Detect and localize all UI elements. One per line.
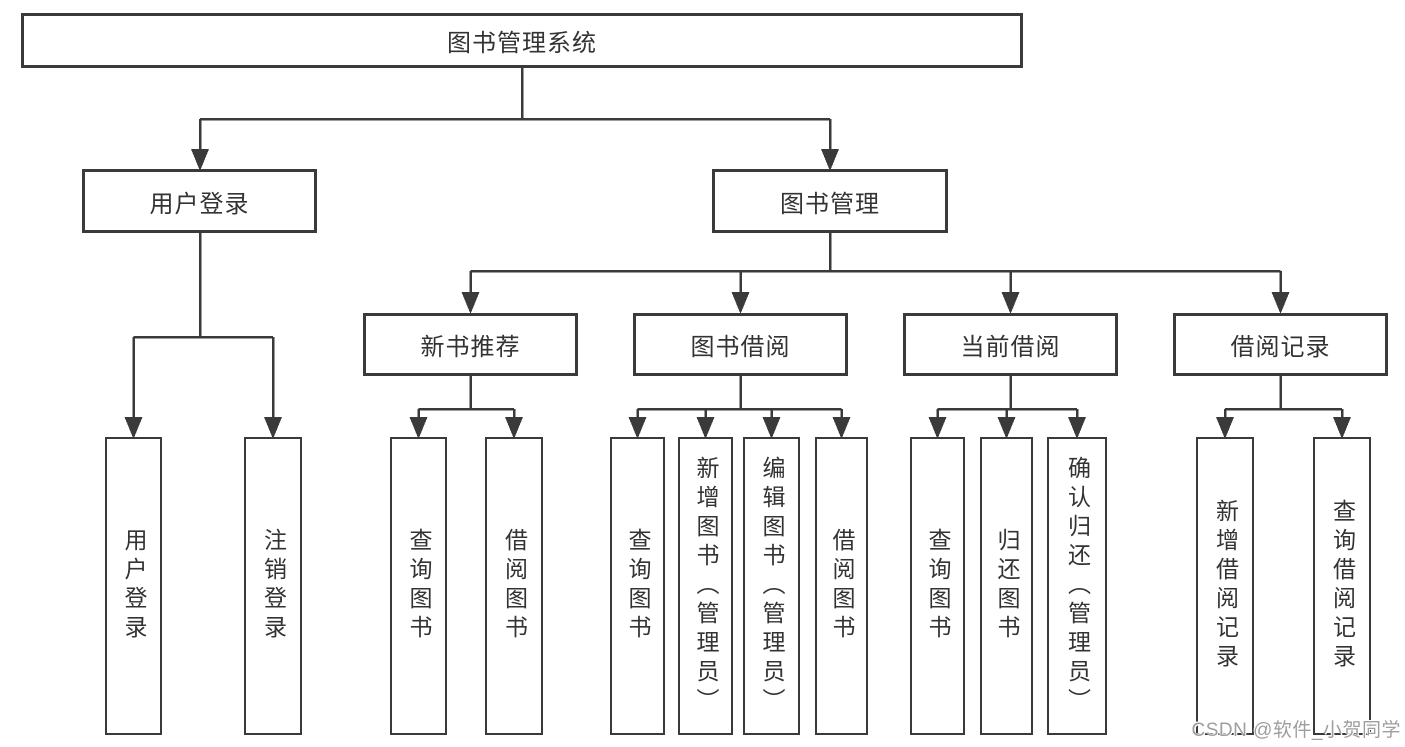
leaf-edit-books-admin-label: 编辑图书（管理员） [759,455,785,717]
leaf-add-borrow-record-label: 新增借阅记录 [1212,499,1239,673]
node-new-book-recommend-label: 新书推荐 [420,334,521,361]
leaf-confirm-return-admin-label: 确认归还（管理员） [1064,455,1091,717]
leaf-borrow-books-borrowing-label: 借阅图书 [829,528,855,644]
leaf-borrow-books-recommend: 借阅图书 [485,437,543,735]
leaf-query-books-borrowing: 查询图书 [610,437,665,735]
node-borrow-records: 借阅记录 [1173,313,1388,376]
node-book-management-label: 图书管理 [780,190,880,218]
leaf-add-books-admin-label: 新增图书（管理员） [693,455,719,717]
leaf-return-books-label: 归还图书 [994,528,1020,644]
leaf-user-login: 用户登录 [105,437,162,735]
node-book-borrowing-label: 图书借阅 [690,334,791,361]
leaf-add-books-admin: 新增图书（管理员） [678,437,733,735]
node-library-system-label: 图书管理系统 [447,30,597,57]
leaf-confirm-return-admin: 确认归还（管理员） [1047,437,1107,735]
node-book-management: 图书管理 [712,169,948,233]
node-current-borrowing: 当前借阅 [903,313,1118,376]
leaf-query-books-borrowing-label: 查询图书 [625,528,651,644]
node-user-login-label: 用户登录 [149,190,250,218]
node-borrow-records-label: 借阅记录 [1230,334,1331,361]
leaf-edit-books-admin: 编辑图书（管理员） [743,437,800,735]
node-library-system: 图书管理系统 [21,13,1023,68]
node-book-borrowing: 图书借阅 [633,313,848,376]
leaf-query-books-current: 查询图书 [910,437,965,735]
csdn-watermark: CSDN @软件_小贺同学 [1191,720,1401,741]
leaf-query-borrow-record-label: 查询借阅记录 [1329,499,1356,673]
leaf-query-books-recommend-label: 查询图书 [406,528,432,644]
leaf-query-books-recommend: 查询图书 [390,437,447,735]
leaf-query-books-current-label: 查询图书 [925,528,951,644]
leaf-borrow-books-borrowing: 借阅图书 [815,437,868,735]
node-user-login: 用户登录 [82,169,317,233]
leaf-query-borrow-record: 查询借阅记录 [1313,437,1371,735]
leaf-logout-label: 注销登录 [260,528,287,644]
leaf-borrow-books-recommend-label: 借阅图书 [501,528,528,644]
leaf-add-borrow-record: 新增借阅记录 [1196,437,1254,735]
leaf-user-login-label: 用户登录 [121,528,147,644]
leaf-return-books: 归还图书 [980,437,1033,735]
node-current-borrowing-label: 当前借阅 [960,334,1061,361]
leaf-logout: 注销登录 [244,437,302,735]
node-new-book-recommend: 新书推荐 [363,313,578,376]
